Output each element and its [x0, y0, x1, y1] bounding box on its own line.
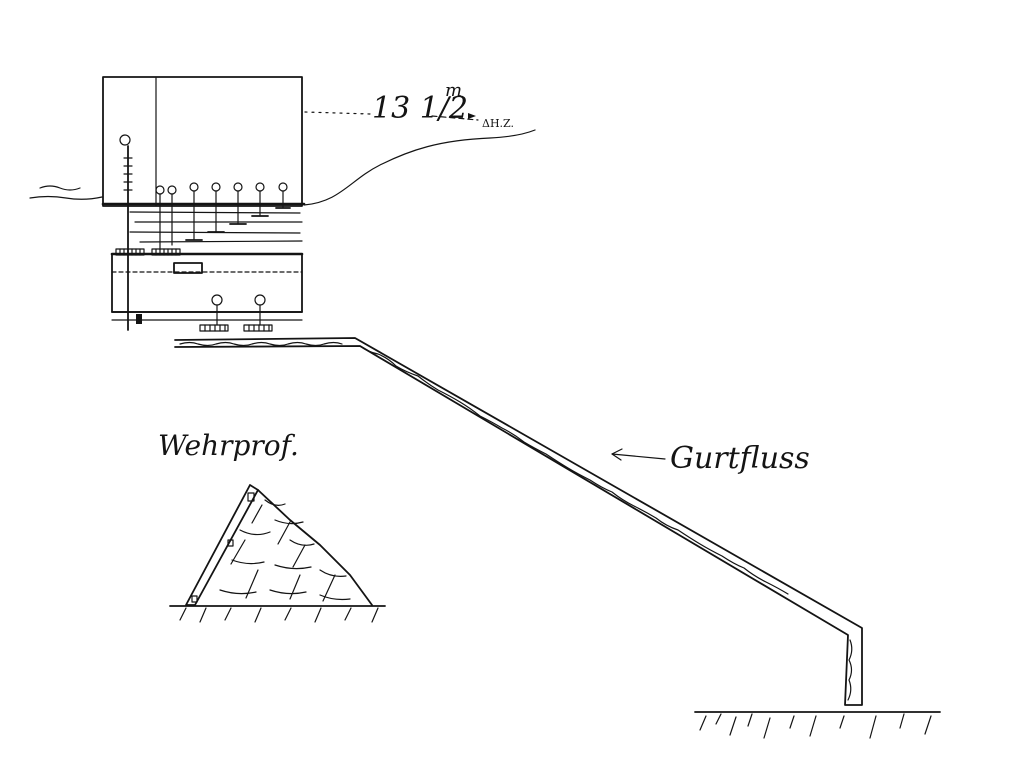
terrain-line — [303, 129, 536, 206]
water-mark-label: ΔH.Z. — [482, 117, 514, 130]
inner-water-lines — [129, 211, 303, 243]
slope-label: Gurtfluss — [670, 441, 810, 476]
height-value-label: 13 1/2 — [372, 91, 468, 126]
height-unit-label: m — [445, 80, 462, 101]
weir-profile-label: Wehrprof. — [158, 429, 299, 462]
height-leader — [304, 111, 479, 121]
left-water-level — [29, 185, 103, 200]
chute-slope — [174, 337, 863, 706]
chute-ground — [694, 711, 941, 739]
slope-arrow — [611, 448, 666, 461]
lower-dam-block — [110, 252, 304, 324]
gratings — [115, 248, 273, 332]
upper-dam-block — [101, 76, 306, 207]
valve-stems — [155, 182, 291, 251]
weir-profile-sketch — [169, 484, 386, 623]
gauge-column — [119, 134, 133, 331]
